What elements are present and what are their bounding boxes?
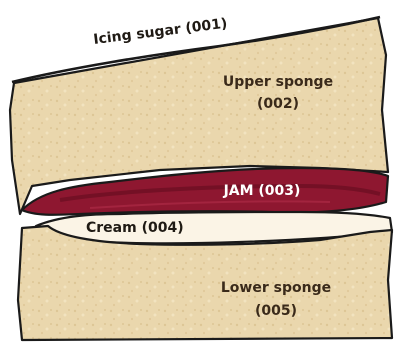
upper-sponge-label: Upper sponge <box>223 74 333 90</box>
lower-sponge-label: Lower sponge <box>221 280 331 296</box>
icing-sugar-label: Icing sugar (001) <box>93 16 229 48</box>
jam-label: JAM (003) <box>223 183 301 199</box>
lower-sponge-code: (005) <box>255 303 297 319</box>
cream-label: Cream (004) <box>86 220 184 236</box>
upper-sponge-code: (002) <box>257 96 299 112</box>
